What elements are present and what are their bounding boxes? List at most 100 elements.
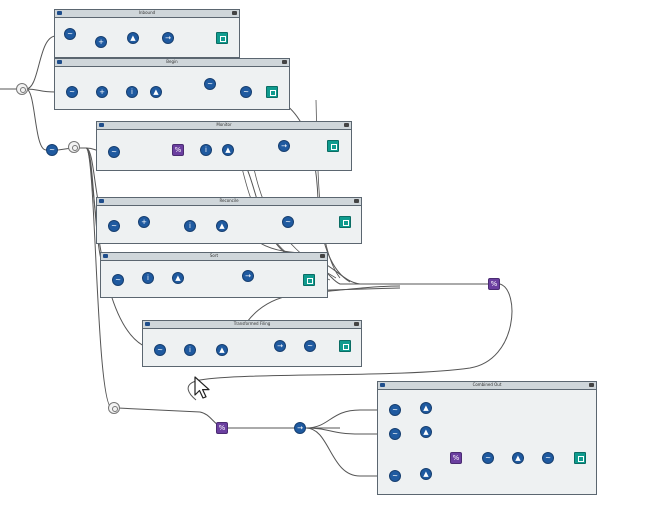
filter-tool-icon[interactable]: ▲ [127, 32, 139, 44]
summarize-glyph-icon: ~ [307, 342, 313, 350]
input-tool-icon[interactable]: ~ [389, 404, 401, 416]
summarize-tool-icon[interactable]: ~ [482, 452, 494, 464]
filter-glyph-icon: ▲ [423, 404, 429, 412]
input-tool-icon[interactable]: ~ [112, 274, 124, 286]
disable-container-icon[interactable] [344, 123, 349, 127]
filter-tool-icon[interactable]: ▲ [222, 144, 234, 156]
collapse-icon[interactable] [145, 322, 150, 326]
disable-container-icon[interactable] [589, 383, 594, 387]
summarize-glyph-icon: ~ [285, 218, 291, 226]
container-title: Sort [209, 253, 219, 258]
input-tool-icon[interactable]: ~ [64, 28, 76, 40]
summarize-tool-icon[interactable]: ~ [282, 216, 294, 228]
arrow-cursor-icon [194, 376, 210, 399]
collapse-icon[interactable] [57, 60, 62, 64]
input-tool-icon[interactable]: ~ [389, 428, 401, 440]
branch-hub-icon[interactable] [68, 141, 80, 153]
filter-tool-icon[interactable]: ▲ [216, 344, 228, 356]
container-sort[interactable]: Sort [100, 252, 328, 298]
container-title: Monitor [216, 122, 232, 127]
input-tool-icon[interactable]: ~ [154, 344, 166, 356]
input-tool-icon[interactable]: ~ [108, 146, 120, 158]
transform-glyph-icon: % [174, 146, 182, 154]
info-tool-icon[interactable]: i [200, 144, 212, 156]
input-tool-icon[interactable]: ~ [108, 220, 120, 232]
disable-container-icon[interactable] [354, 199, 359, 203]
input-glyph-icon: ~ [392, 472, 398, 480]
filter-tool-icon[interactable]: ▲ [420, 426, 432, 438]
filter-tool-icon[interactable]: ▲ [420, 402, 432, 414]
summarize-tool-icon[interactable]: ~ [204, 78, 216, 90]
container-reconcile[interactable]: Reconcile [96, 197, 362, 244]
container-header[interactable] [378, 382, 596, 390]
sample-tool-icon[interactable]: + [138, 216, 150, 228]
container-combined-out[interactable]: Combined Out [377, 381, 597, 495]
disable-container-icon[interactable] [354, 322, 359, 326]
collapse-icon[interactable] [103, 254, 108, 258]
collapse-icon[interactable] [99, 123, 104, 127]
container-begin[interactable]: Begin [54, 58, 290, 110]
container-header[interactable] [101, 253, 327, 261]
join-multiple-tool-icon[interactable]: % [216, 422, 228, 434]
select-glyph-icon: ~ [243, 88, 249, 96]
info-tool-icon[interactable]: i [184, 220, 196, 232]
output-tool-icon[interactable] [303, 274, 315, 286]
output-tool-icon[interactable] [339, 216, 351, 228]
disable-container-icon[interactable] [232, 11, 237, 15]
lower-hub-icon[interactable] [108, 402, 120, 414]
filter-tool-icon[interactable]: ▲ [172, 272, 184, 284]
join-glyph-icon: + [99, 88, 105, 96]
disable-container-icon[interactable] [282, 60, 287, 64]
transform-tool-icon[interactable]: % [172, 144, 184, 156]
filter-glyph-icon: ▲ [153, 88, 159, 96]
select-tool-icon[interactable]: → [278, 140, 290, 152]
union-tool-icon[interactable]: % [450, 452, 462, 464]
summarize-glyph-icon: ~ [485, 454, 491, 462]
info-glyph-icon: i [189, 346, 191, 354]
container-header[interactable] [97, 198, 361, 206]
filter-tool-icon[interactable]: ▲ [512, 452, 524, 464]
union-tool-icon[interactable]: % [488, 278, 500, 290]
collapse-icon[interactable] [57, 11, 62, 15]
container-title: Transformed Filing [233, 321, 271, 326]
container-header[interactable] [143, 321, 361, 329]
input-glyph-icon: ~ [67, 30, 73, 38]
sample-glyph-icon: + [141, 218, 147, 226]
formula-tool-icon[interactable]: + [95, 36, 107, 48]
select-tool-icon[interactable]: → [242, 270, 254, 282]
input-hub-icon[interactable] [16, 83, 28, 95]
input-tool-icon[interactable]: ~ [389, 470, 401, 482]
filter-tool-icon[interactable]: ▲ [150, 86, 162, 98]
container-header[interactable] [55, 59, 289, 67]
summarize-tool-icon[interactable]: ~ [304, 340, 316, 352]
info-tool-icon[interactable]: i [126, 86, 138, 98]
filter-tool-icon[interactable]: ▲ [420, 468, 432, 480]
disable-container-icon[interactable] [320, 254, 325, 258]
output-tool-icon[interactable] [266, 86, 278, 98]
container-transformed-filing[interactable]: Transformed Filing [142, 320, 362, 367]
output-tool-icon[interactable] [327, 140, 339, 152]
filter-tool-icon[interactable]: ▲ [216, 220, 228, 232]
input-tool-icon[interactable]: ~ [46, 144, 58, 156]
select-tool-icon[interactable]: → [294, 422, 306, 434]
join-tool-icon[interactable]: + [96, 86, 108, 98]
filter-glyph-icon: ▲ [175, 274, 181, 282]
output-tool-icon[interactable] [216, 32, 228, 44]
container-inbound[interactable]: Inbound [54, 9, 240, 58]
container-header[interactable] [55, 10, 239, 18]
select-tool-icon[interactable]: ~ [240, 86, 252, 98]
input-tool-icon[interactable]: ~ [66, 86, 78, 98]
collapse-icon[interactable] [380, 383, 385, 387]
select-tool-icon[interactable]: → [162, 32, 174, 44]
info-tool-icon[interactable]: i [142, 272, 154, 284]
summarize-glyph-icon: ~ [545, 454, 551, 462]
select-tool-icon[interactable]: → [274, 340, 286, 352]
summarize-tool-icon[interactable]: ~ [542, 452, 554, 464]
info-tool-icon[interactable]: i [184, 344, 196, 356]
collapse-icon[interactable] [99, 199, 104, 203]
container-header[interactable] [97, 122, 351, 130]
output-tool-icon[interactable] [574, 452, 586, 464]
select-glyph-icon: → [281, 142, 287, 150]
output-tool-icon[interactable] [339, 340, 351, 352]
